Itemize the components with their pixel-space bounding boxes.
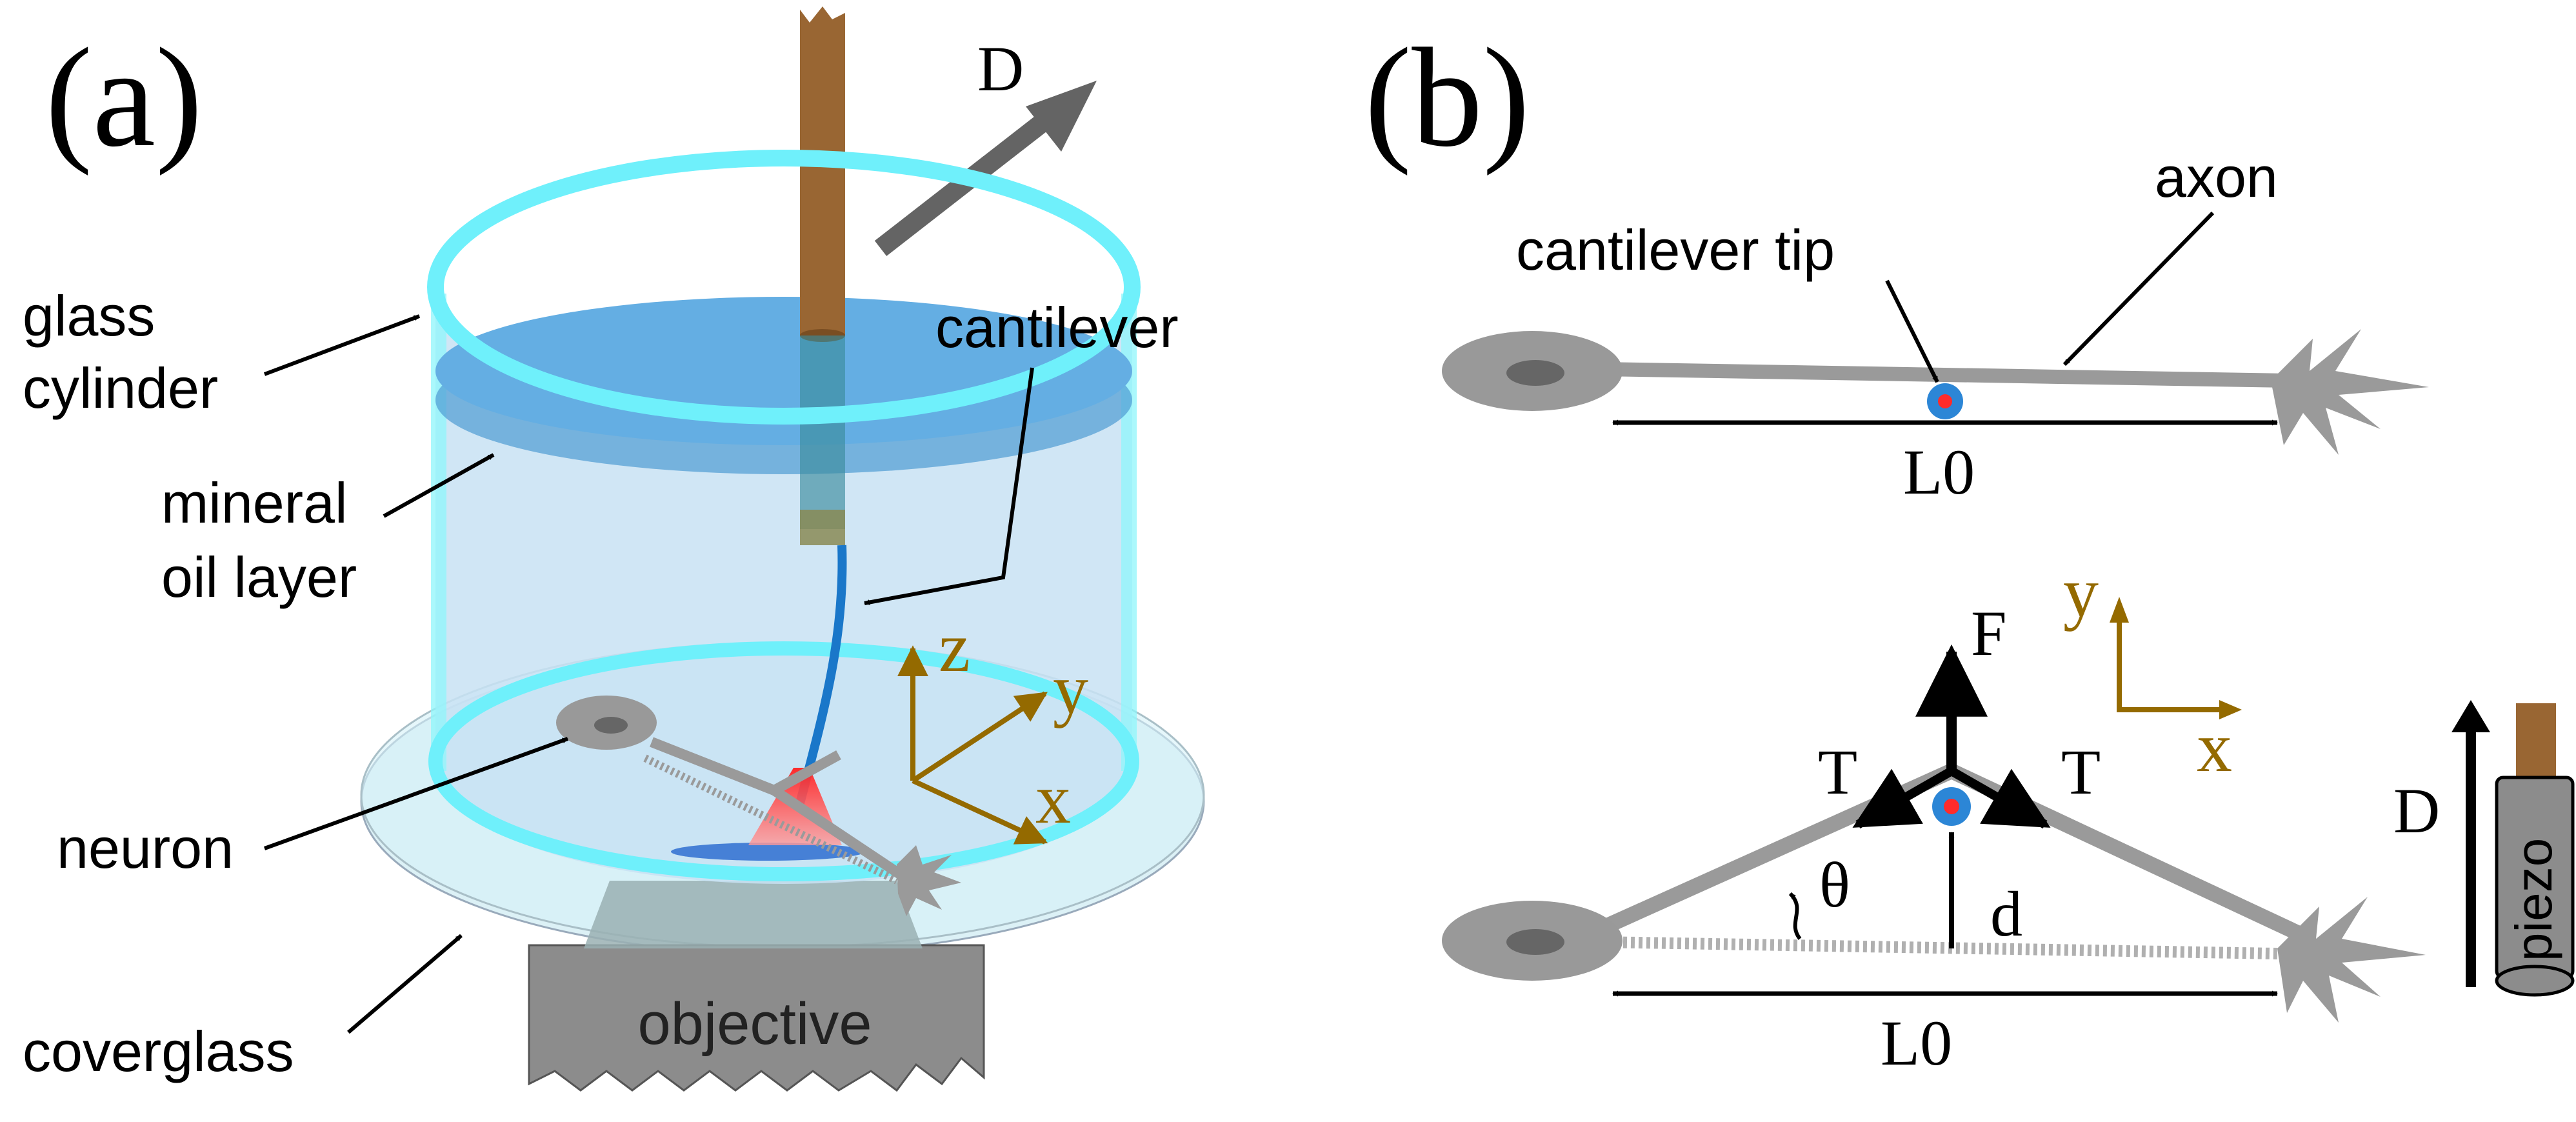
callouts-b-top: cantilever tip axon L0 (1516, 145, 2278, 508)
objective: objective (528, 881, 985, 1092)
piezo-drive: D piezo (2393, 700, 2575, 997)
neuron-straight (1442, 329, 2429, 455)
axes-a: z y x (897, 608, 1088, 845)
objective-label: objective (637, 991, 872, 1057)
axes-b: y x (2063, 553, 2242, 786)
axis-x-b: x (2197, 708, 2232, 786)
tension-right-label: T (2061, 736, 2101, 808)
panel-a-label: (a) (45, 19, 203, 176)
cylinder-top-ring (427, 150, 1141, 425)
l0-label-top: L0 (1903, 436, 1975, 508)
axis-y-a: y (1053, 650, 1088, 728)
panel-b-label: (b) (1364, 19, 1530, 176)
force-diagram: F T T d θ L0 (1612, 597, 2278, 1079)
theta-label: θ (1819, 849, 1850, 921)
cantilever-holder-rod (800, 6, 845, 545)
d-label-b: D (2393, 775, 2440, 847)
neuron-label: neuron (57, 816, 234, 880)
cantilever-label: cantilever (935, 296, 1179, 359)
coverglass-label: coverglass (23, 1019, 294, 1083)
tension-left-label: T (1818, 736, 1857, 808)
mineral-oil-label-1: mineral (161, 471, 348, 535)
theta-arc (1788, 892, 1802, 940)
neuron-deflected (1442, 762, 2426, 1023)
axon-label: axon (2155, 145, 2278, 209)
d-label-a: D (977, 33, 1024, 105)
piezo-label: piezo (2505, 838, 2562, 961)
glass-cylinder-label-2: cylinder (23, 356, 218, 420)
axis-z-a: z (939, 608, 970, 686)
sample-dish (671, 843, 864, 861)
tension-left-arrow (1852, 766, 1954, 829)
axis-y-b: y (2063, 553, 2099, 632)
l0-label-bottom: L0 (1881, 1007, 1952, 1079)
force-f-label: F (1971, 597, 2007, 669)
callouts-a: glass cylinder mineral oil layer neuron … (23, 284, 1179, 1083)
cantilever-tip-label: cantilever tip (1516, 218, 1835, 282)
mineral-oil-label-2: oil layer (161, 545, 357, 609)
axis-x-a: x (1035, 759, 1071, 838)
neuron-a (556, 696, 961, 916)
tension-right-arrow (1949, 766, 2051, 829)
piezo-rod (2516, 703, 2556, 787)
deflection-d-label: d (1990, 878, 2022, 950)
glass-cylinder-label-1: glass (23, 284, 155, 348)
